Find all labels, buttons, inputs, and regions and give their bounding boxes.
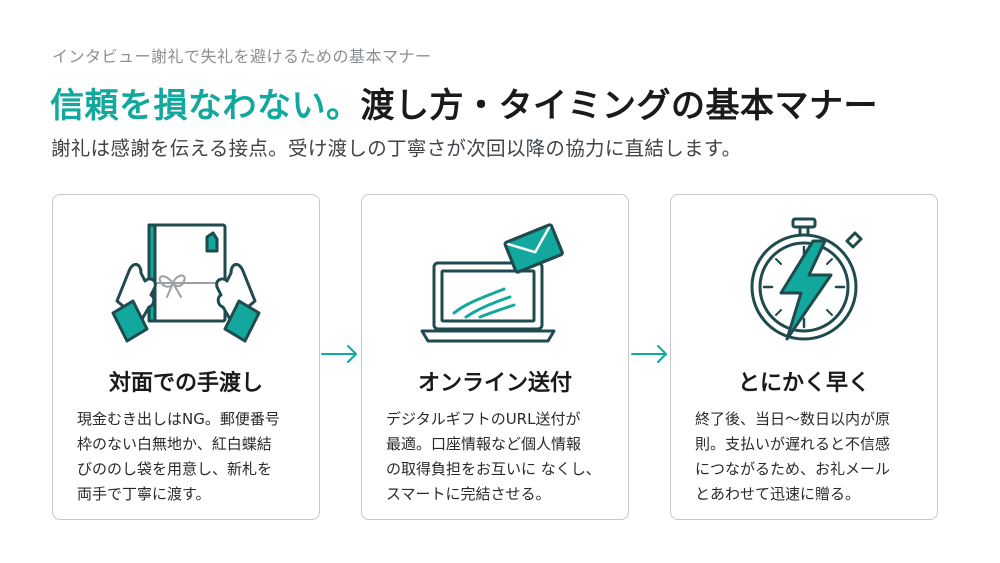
- card-body-line: 最適。口座情報など個人情報: [386, 435, 582, 453]
- card-online: オンライン送付 デジタルギフトのURL送付が 最適。口座情報など個人情報 の取得…: [361, 194, 629, 520]
- headline-rest: 渡し方・タイミングの基本マナー: [360, 86, 878, 126]
- card-title: 対面での手渡し: [108, 371, 263, 396]
- card-body-line: とあわせて迅速に贈る。: [695, 485, 861, 503]
- card-body: デジタルギフトのURL送付が 最適。口座情報など個人情報 の取得負担をお互いに …: [386, 407, 612, 507]
- card-body-line: デジタルギフトのURL送付が: [386, 410, 581, 428]
- card-title: とにかく早く: [737, 371, 870, 396]
- arrow-right-icon: [630, 342, 670, 366]
- eyebrow-text: インタビュー謝礼で失礼を避けるための基本マナー: [52, 47, 432, 66]
- arrow-right-icon: [320, 342, 360, 366]
- card-promptly: とにかく早く 終了後、当日〜数日以内が原 則。支払いが遅れると不信感 につながる…: [670, 194, 938, 520]
- card-in-person: 対面での手渡し 現金むき出しはNG。郵便番号 枠のない白無地か、紅白蝶結 びのの…: [52, 194, 320, 520]
- laptop-sending-mail-icon: [420, 217, 570, 347]
- page-title: 信頼を損なわない。渡し方・タイミングの基本マナー: [50, 78, 878, 127]
- card-body: 現金むき出しはNG。郵便番号 枠のない白無地か、紅白蝶結 びののし袋を用意し、新…: [77, 407, 303, 507]
- stopwatch-lightning-icon: [729, 217, 879, 347]
- card-title: オンライン送付: [417, 371, 572, 396]
- card-body-line: びののし袋を用意し、新札を: [77, 460, 273, 478]
- card-body-line: 則。支払いが遅れると不信感: [695, 435, 891, 453]
- card-body: 終了後、当日〜数日以内が原 則。支払いが遅れると不信感 につながるため、お礼メー…: [695, 407, 921, 507]
- card-body-line: 終了後、当日〜数日以内が原: [695, 410, 891, 428]
- card-body-line: 現金むき出しはNG。郵便番号: [77, 410, 280, 428]
- card-body-line: につながるため、お礼メール: [695, 460, 891, 478]
- card-body-line: 枠のない白無地か、紅白蝶結: [77, 435, 272, 453]
- hands-holding-envelope-icon: [111, 217, 261, 347]
- card-body-line: スマートに完結させる。: [386, 485, 551, 503]
- headline-accent: 信頼を損なわない。: [50, 86, 361, 126]
- card-body-line: の取得負担をお互いに なくし、: [386, 460, 601, 478]
- card-body-line: 両手で丁寧に渡す。: [77, 485, 211, 503]
- subtitle: 謝礼は感謝を伝える接点。受け渡しの丁寧さが次回以降の協力に直結します。: [51, 137, 742, 160]
